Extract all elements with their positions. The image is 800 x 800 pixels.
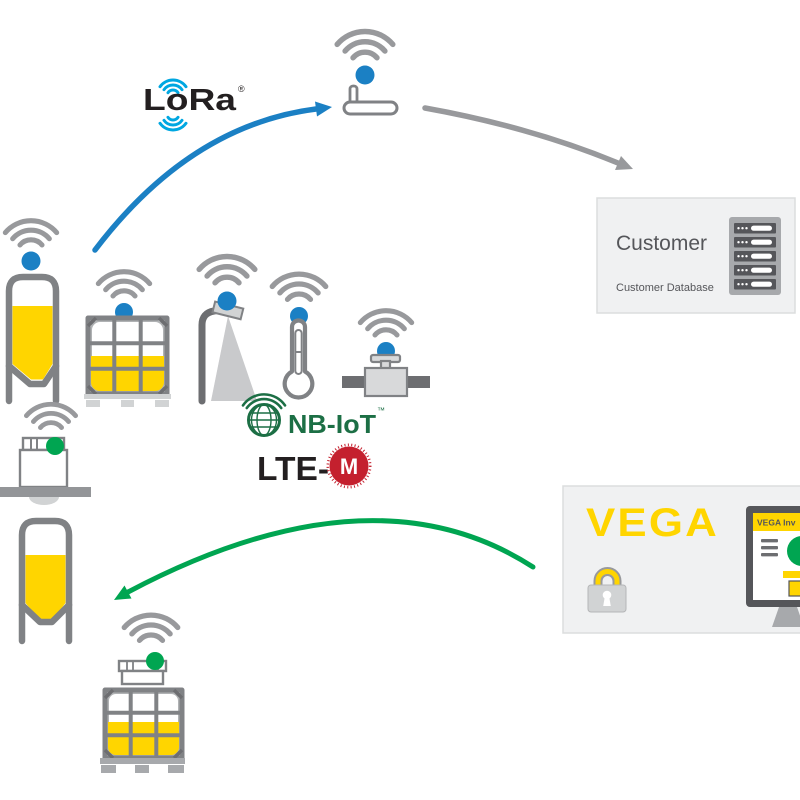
svg-text:M: M xyxy=(340,454,358,479)
nbiot-trademark: ™ xyxy=(377,406,385,415)
ibc-container-icon xyxy=(100,687,185,773)
silo-icon xyxy=(5,273,60,405)
gateway-router-icon xyxy=(342,84,399,116)
thermometer-icon xyxy=(282,318,315,400)
nbiot-logo-text: NB-IoT xyxy=(288,409,376,439)
radar-sensor-icon xyxy=(0,436,91,505)
lora-registered-mark: ® xyxy=(238,84,245,94)
sensor-radio-dot xyxy=(46,437,64,455)
mast-sensor-icon xyxy=(198,300,257,405)
mast-sensor xyxy=(198,256,257,405)
sensor-radio-dot xyxy=(21,251,41,271)
server-rack-icon xyxy=(729,217,781,295)
padlock-icon xyxy=(587,567,627,613)
ibc-sensor-1 xyxy=(84,272,171,407)
ibc-sensor-2 xyxy=(100,615,185,773)
flange-radar-sensor xyxy=(0,404,91,505)
customer-panel-subtitle: Customer Database xyxy=(616,282,714,294)
silo-2 xyxy=(18,517,73,645)
vega-brand-logo: VEGA xyxy=(586,501,719,545)
wifi-signal-icon xyxy=(199,256,255,282)
air-sensor-icon xyxy=(117,659,168,686)
pallet xyxy=(100,758,185,773)
nbiot-logo: NB-IoT ™ xyxy=(241,393,385,439)
wifi-signal-icon xyxy=(26,404,75,427)
lora-logo-text: LoRa xyxy=(143,82,237,117)
customer-panel: Customer Customer Database xyxy=(596,197,796,314)
thermometer-sensor xyxy=(272,274,326,400)
lora-signal-icon xyxy=(158,78,188,132)
sensor-radio-dot xyxy=(146,652,164,670)
lora-gateway xyxy=(337,31,399,116)
ltem-m-badge: M xyxy=(326,443,372,489)
wifi-signal-icon xyxy=(5,221,56,245)
ltem-logo: LTE- M xyxy=(257,443,372,489)
ibc-container-icon xyxy=(84,315,171,407)
wifi-signal-icon xyxy=(98,272,149,296)
lora-uplink-arrow xyxy=(92,101,332,253)
inventory-monitor-icon: VEGA Inv xyxy=(746,506,800,627)
customer-panel-title: Customer xyxy=(616,232,707,255)
pallet xyxy=(84,394,171,407)
silo-icon xyxy=(18,517,73,645)
lora-logo: LoRa ® xyxy=(143,78,245,132)
monitor-screen-title: VEGA Inv xyxy=(757,518,796,528)
gateway-to-customer-arrow xyxy=(422,105,633,170)
vega-to-sensors-arrow xyxy=(114,518,536,600)
wifi-signal-icon xyxy=(124,615,178,640)
sensor-radio-dot xyxy=(217,291,237,311)
ltem-logo-text: LTE- xyxy=(257,450,329,487)
silo-sensor-1 xyxy=(5,221,60,405)
nbiot-globe-icon xyxy=(241,393,287,437)
wifi-signal-icon xyxy=(272,274,326,299)
vega-panel: VEGA VEGA Inv xyxy=(562,485,800,634)
sensor-radio-dot xyxy=(355,65,375,85)
wifi-signal-icon xyxy=(360,311,411,335)
valve-sensor xyxy=(342,311,430,398)
screen-chart-circle xyxy=(787,536,800,566)
wifi-signal-icon xyxy=(337,31,393,57)
valve-sensor-icon xyxy=(342,353,430,398)
